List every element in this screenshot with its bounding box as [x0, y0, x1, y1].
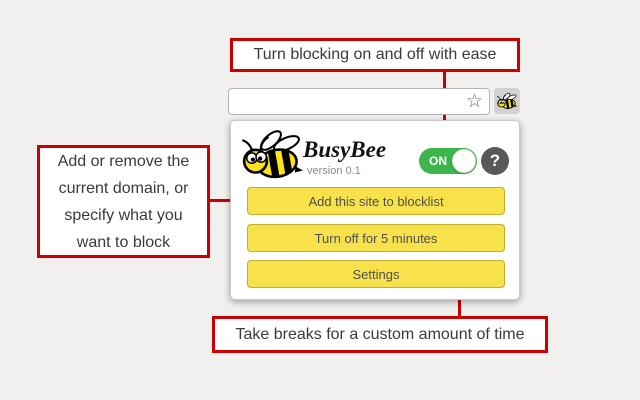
- bee-icon: [496, 92, 518, 111]
- help-button[interactable]: ?: [481, 147, 509, 175]
- blocking-toggle[interactable]: ON: [419, 148, 477, 174]
- add-site-to-blocklist-button[interactable]: Add this site to blocklist: [247, 187, 505, 215]
- popup-version: version 0.1: [307, 165, 361, 177]
- annotation-left-line: Add or remove the: [57, 152, 190, 170]
- busybee-popup: BusyBee version 0.1 ON ? Add this site t…: [230, 120, 520, 300]
- annotation-left-line: want to block: [76, 233, 171, 251]
- annotation-left-line: specify what you: [64, 206, 183, 224]
- bee-logo-icon: [239, 129, 305, 183]
- button-label: Turn off for 5 minutes: [314, 230, 438, 246]
- annotation-left-line: current domain, or: [58, 179, 189, 197]
- annotation-left: Add or remove the current domain, or spe…: [37, 145, 210, 258]
- toggle-state-label: ON: [429, 154, 447, 168]
- bookmark-star-icon[interactable]: ☆: [465, 91, 483, 112]
- address-bar[interactable]: ☆: [228, 88, 490, 115]
- annotation-bottom-text: Take breaks for a custom amount of time: [235, 325, 525, 343]
- annotation-bottom: Take breaks for a custom amount of time: [212, 316, 548, 353]
- popup-title: BusyBee: [303, 137, 387, 162]
- question-mark-icon: ?: [489, 151, 501, 170]
- annotation-top-text: Turn blocking on and off with ease: [253, 46, 497, 63]
- button-label: Add this site to blocklist: [308, 193, 444, 209]
- settings-button[interactable]: Settings: [247, 260, 505, 288]
- button-label: Settings: [352, 266, 400, 282]
- toggle-knob[interactable]: [452, 149, 476, 173]
- busybee-extension-toolbar-button[interactable]: [494, 88, 520, 114]
- annotation-top: Turn blocking on and off with ease: [230, 38, 520, 72]
- turn-off-5-minutes-button[interactable]: Turn off for 5 minutes: [247, 224, 505, 252]
